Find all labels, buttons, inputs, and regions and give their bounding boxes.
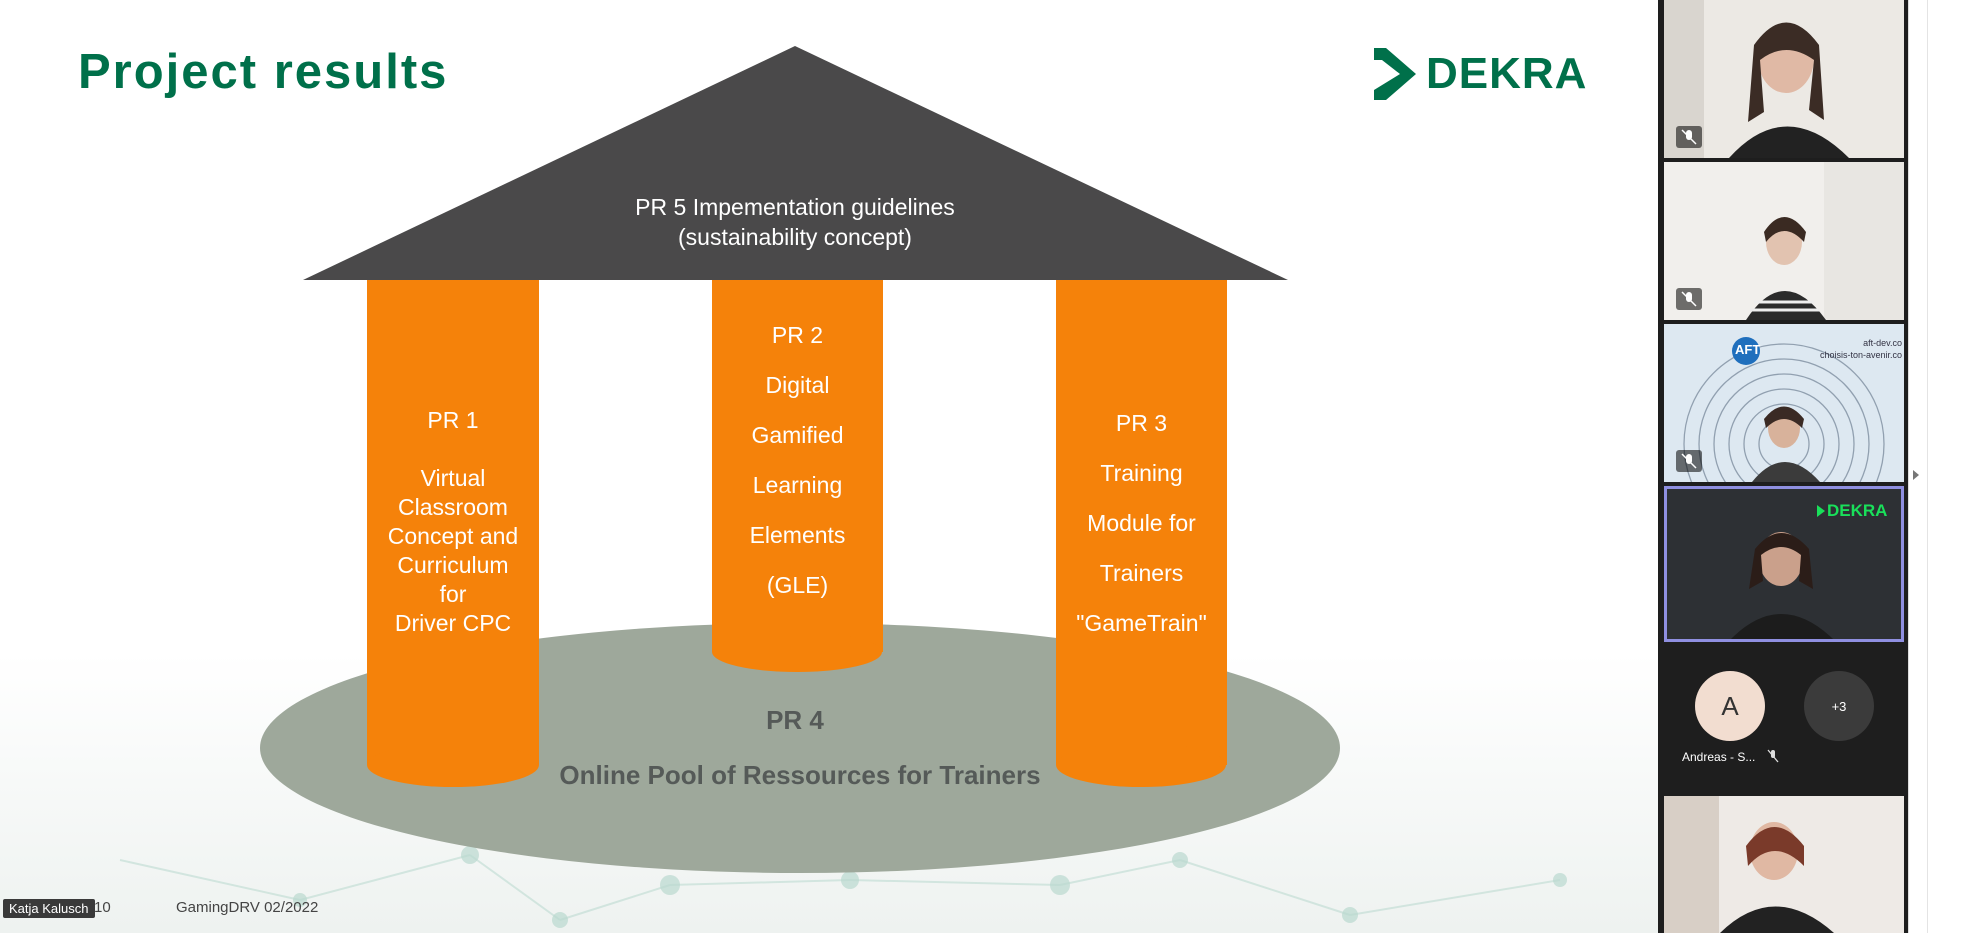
mic-muted-icon <box>1676 288 1702 310</box>
pillar-1-line: Classroom <box>398 494 508 520</box>
pillar-3 <box>1056 270 1227 787</box>
more-participants-button[interactable]: +3 <box>1804 671 1874 741</box>
pillar-1-line: Virtual <box>420 465 486 491</box>
participant-video <box>1664 162 1904 320</box>
roof-text-line1: PR 5 Impementation guidelines <box>635 194 955 220</box>
page-number: 10 <box>94 899 111 916</box>
active-speaker-tile[interactable]: DEKRA <box>1664 486 1904 642</box>
mic-muted-icon <box>1766 748 1780 764</box>
pillar-1-line: for <box>439 581 467 607</box>
tile-logo: DEKRA <box>1827 501 1888 520</box>
pillar-2-line: Digital <box>765 372 830 398</box>
pillar-3-line: Training <box>1100 460 1183 486</box>
pillar-2-line: (GLE) <box>766 572 829 598</box>
roof-text: PR 5 Impementation guidelines (sustainab… <box>560 192 1030 252</box>
pillar-2-label: PR 2 <box>771 322 824 348</box>
pillar-1 <box>367 270 539 787</box>
tile-text: aft-dev.co <box>1863 338 1902 348</box>
slide-title: Project results <box>78 45 449 99</box>
participant-video-tile[interactable]: AFT aft-dev.co choisis-ton-avenir.co <box>1664 324 1904 482</box>
participants-panel: AFT aft-dev.co choisis-ton-avenir.co DEK… <box>1658 0 1908 933</box>
participant-video <box>1664 0 1904 158</box>
pillar-3-label: PR 3 <box>1115 410 1168 436</box>
pillar-1-line: Driver CPC <box>394 610 512 636</box>
presenter-name-tag: Katja Kalusch <box>3 899 95 918</box>
pillar-1-text: PR 1 Virtual Classroom Concept and Curri… <box>367 406 539 638</box>
panel-divider <box>1927 0 1928 933</box>
pillar-1-label: PR 1 <box>427 407 479 433</box>
participant-video-tile[interactable] <box>1664 162 1904 320</box>
network-background <box>119 854 1561 921</box>
avatar-name: Andreas - S... <box>1682 750 1756 764</box>
pillar-3-line: "GameTrain" <box>1076 610 1207 636</box>
participant-video-tile[interactable] <box>1664 796 1904 933</box>
dekra-logo-text: DEKRA <box>1426 49 1588 98</box>
participant-video <box>1664 796 1904 933</box>
tile-logo: AFT <box>1735 342 1761 357</box>
pillar-1-line: Concept and <box>387 523 519 549</box>
pillar-3-text: PR 3 Training Module for Trainers "GameT… <box>1056 398 1227 648</box>
roof <box>303 46 1288 280</box>
presentation-slide: Project results <box>0 0 1658 933</box>
temple-diagram <box>119 46 1567 928</box>
pool-text: Online Pool of Ressources for Trainers <box>559 760 1041 790</box>
pillar-1-gap <box>367 435 539 464</box>
participant-video <box>1667 489 1901 639</box>
pillar-1-line: Curriculum <box>397 552 509 578</box>
pillar-2-line: Elements <box>749 522 846 548</box>
participant-avatar[interactable]: A <box>1695 671 1765 741</box>
pillar-2-line: Learning <box>752 472 843 498</box>
more-participants-count: +3 <box>1831 698 1847 714</box>
side-panel <box>1908 0 1987 933</box>
mic-muted-icon <box>1676 126 1702 148</box>
roof-text-line2: (sustainability concept) <box>678 224 912 250</box>
participant-video-tile[interactable] <box>1664 0 1904 158</box>
pillar-3-line: Module for <box>1087 510 1196 536</box>
pillar-2-text: PR 2 Digital Gamified Learning Elements … <box>712 310 883 610</box>
tile-text: choisis-ton-avenir.co <box>1819 350 1902 360</box>
dekra-logo-icon <box>1374 48 1416 100</box>
pillar-2 <box>712 270 883 672</box>
pillar-2-line: Gamified <box>751 422 844 448</box>
document-label: GamingDRV 02/2022 <box>176 899 319 916</box>
participant-video <box>1664 324 1904 482</box>
dekra-logo: DEKRA <box>1372 46 1587 102</box>
pool-label: PR 4 <box>766 705 824 735</box>
avatar-letter: A <box>1721 690 1739 721</box>
panel-expand-arrow-icon[interactable] <box>1913 470 1919 480</box>
pillar-3-line: Trainers <box>1099 560 1184 586</box>
mic-muted-icon <box>1676 450 1702 472</box>
